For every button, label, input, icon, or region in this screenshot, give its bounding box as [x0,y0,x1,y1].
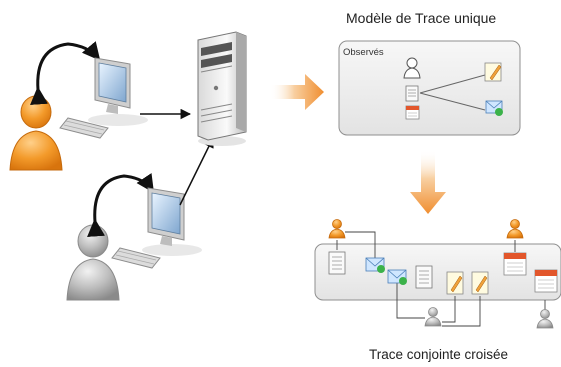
user-gray-icon [66,224,120,301]
user-orange-icon [328,219,346,239]
calendar-icon [534,269,558,293]
document-icon [415,265,433,289]
envelope-icon [485,100,503,116]
model-link [419,92,486,111]
user-orange-icon [9,95,63,171]
user-orange-icon [506,219,524,239]
envelope-icon [365,257,385,273]
cycle-arrow-icon [87,173,154,238]
joint-crossed-trace-title: Trace conjointe croisée [369,347,509,362]
pencil-note-icon [471,271,489,295]
unique-trace-model-title: Modèle de Trace unique [346,10,497,26]
cycle-arrow-icon [30,41,101,106]
model-panel [338,40,521,136]
joint-trace-connectors [336,231,546,327]
server-tower-icon [197,31,247,146]
user-gray-icon [536,309,554,329]
observed-label: Observés [343,47,384,58]
user-gray-icon [424,307,442,327]
pencil-note-icon [446,271,464,295]
model-link [419,74,486,94]
document-icon [328,251,346,275]
workstation-icon [59,57,148,139]
envelope-icon [387,269,407,285]
user-outline-icon [403,57,421,79]
calendar-icon [503,252,527,276]
flow-arrow-right [270,74,324,110]
pencil-note-icon [484,62,502,82]
calendar-icon [405,105,420,120]
workstation-icon [111,187,202,269]
flow-arrow-down [410,150,446,214]
document-icon [405,85,419,102]
connector-bottom [179,137,214,206]
